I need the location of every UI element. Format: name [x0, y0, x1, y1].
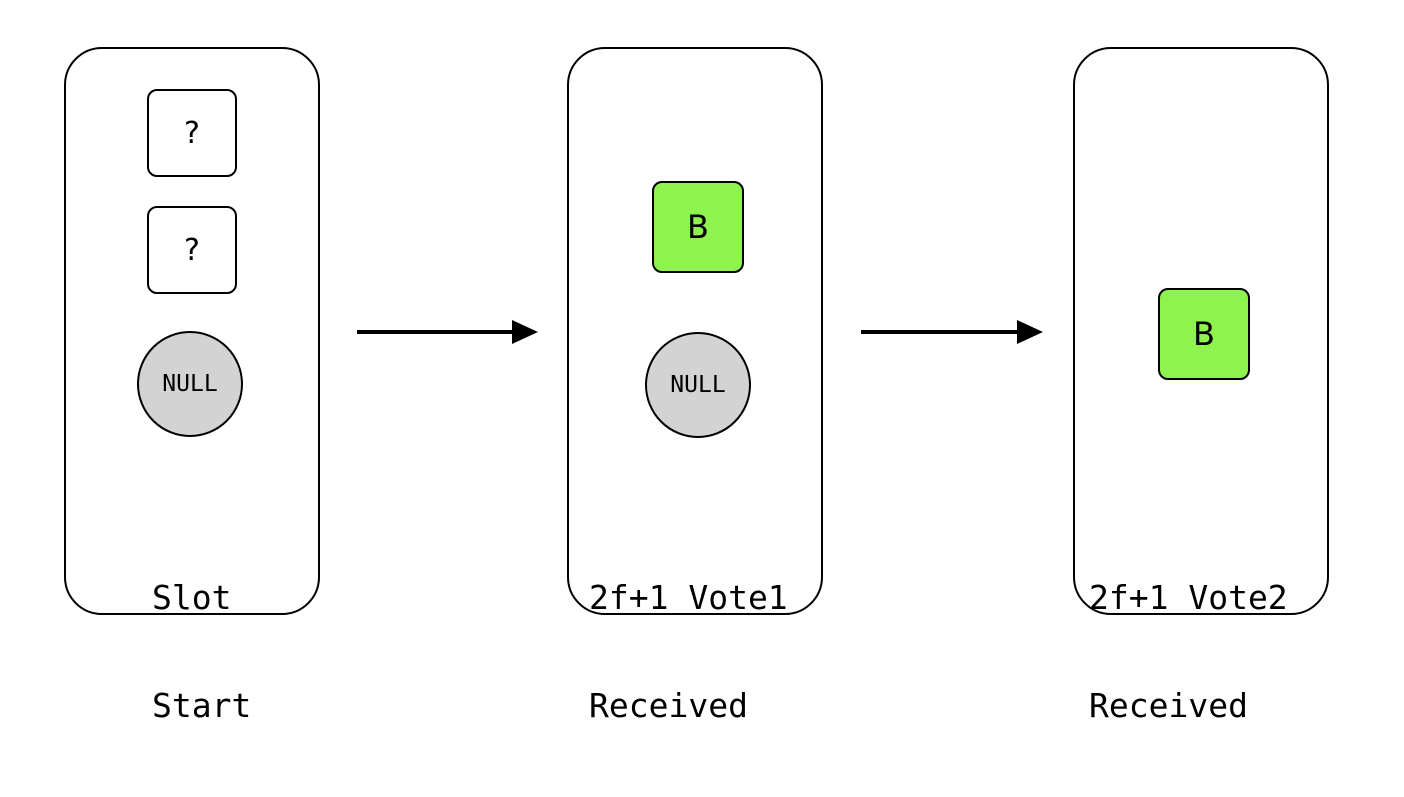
- null-circle: NULL: [645, 332, 751, 438]
- block-label: B: [1193, 315, 1215, 353]
- unknown-block-label: ?: [184, 115, 200, 151]
- block-b-box: B: [652, 181, 744, 273]
- arrow-2-to-3: [861, 320, 1043, 344]
- caption-line: 2f+1 Vote2: [1089, 578, 1288, 617]
- block-label: B: [687, 208, 709, 246]
- block-b-box: B: [1158, 288, 1250, 380]
- transition-arrows: [357, 320, 1043, 344]
- null-label: NULL: [162, 371, 218, 397]
- null-label: NULL: [670, 372, 726, 398]
- unknown-block-box: ?: [147, 89, 237, 177]
- slot-start-panel: ? ? NULL Slot Start: [64, 47, 320, 724]
- caption-line: Received: [589, 686, 748, 725]
- caption-line: Slot: [152, 578, 232, 617]
- caption-line: 2f+1 Vote1: [589, 578, 788, 617]
- caption-line: Received: [1089, 686, 1248, 725]
- vote1-received-panel: B NULL 2f+1 Vote1 Received: [567, 47, 823, 724]
- null-circle: NULL: [137, 331, 243, 437]
- unknown-block-label: ?: [184, 232, 200, 268]
- caption-line: Start: [152, 686, 252, 725]
- unknown-block-box: ?: [147, 206, 237, 294]
- arrow-1-to-2: [357, 320, 538, 344]
